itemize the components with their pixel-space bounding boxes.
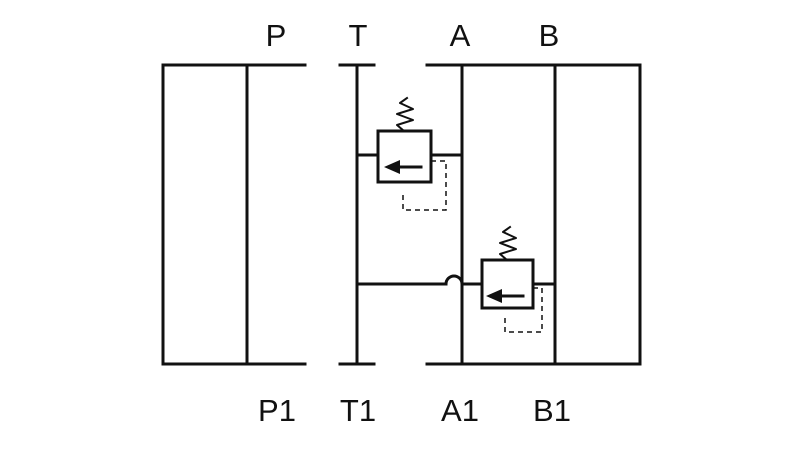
port-label-a: A <box>449 18 471 53</box>
valve2-body <box>480 258 535 310</box>
port-label-p1: P1 <box>258 393 296 428</box>
port-label-a1: A1 <box>441 393 479 428</box>
valve2-arrow-head-icon <box>486 289 502 303</box>
port-label-t1: T1 <box>339 393 377 428</box>
valve2-conn-t-with-crossover <box>355 274 484 286</box>
valve1-arrow-head-icon <box>384 160 400 174</box>
valve1-pilot-line <box>402 160 447 211</box>
valve1-spring-icon <box>396 96 414 133</box>
port-label-t: T <box>348 18 368 53</box>
valve1-body <box>376 129 433 184</box>
port-label-b: B <box>538 18 560 53</box>
port-label-p: P <box>265 18 287 53</box>
valve2-spring-icon <box>499 225 517 262</box>
port-label-b1: B1 <box>533 393 571 428</box>
